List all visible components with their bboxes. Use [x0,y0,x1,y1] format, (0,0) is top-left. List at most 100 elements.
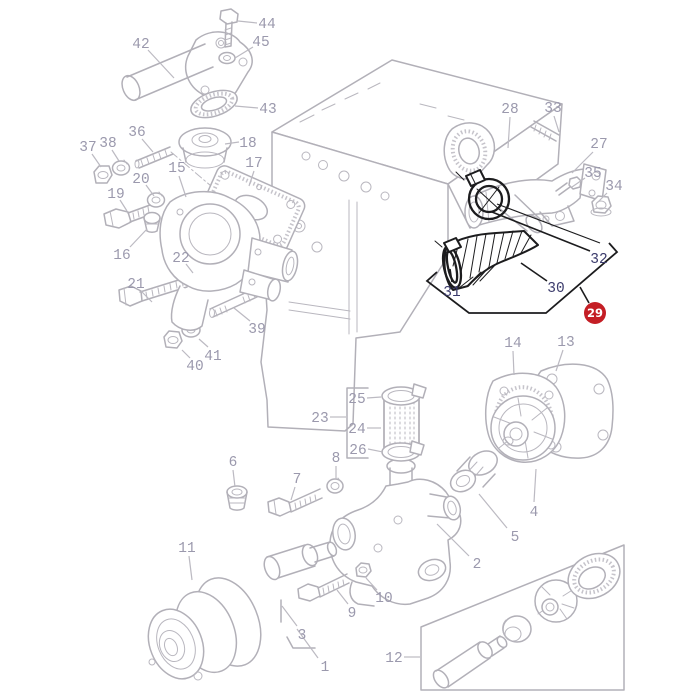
part-label-26[interactable]: 26 [349,443,366,459]
leader-line-18 [224,141,240,145]
nut-10 [355,562,372,578]
part-label-21[interactable]: 21 [127,277,144,293]
part-label-43[interactable]: 43 [259,102,276,118]
leader-line-45 [234,46,254,59]
part-label-14[interactable]: 14 [504,336,521,352]
selected-part-badge-number[interactable]: 29 [587,306,603,320]
leader-line-43 [234,105,259,109]
part-label-23[interactable]: 23 [311,411,328,427]
nut-37 [93,165,113,184]
bypass-clamp-25 [381,383,427,406]
leader-line-15 [178,175,187,198]
leader-line-37 [91,153,102,168]
part-label-5[interactable]: 5 [511,530,520,546]
leader-line-4 [533,468,537,503]
part-label-10[interactable]: 10 [375,591,392,607]
leader-line-41 [198,338,209,348]
leader-line-11 [188,555,193,581]
part-label-17[interactable]: 17 [245,156,262,172]
part-label-32[interactable]: 32 [590,252,607,268]
part-label-22[interactable]: 22 [172,251,189,267]
leader-line-31 [449,268,453,283]
part-label-1[interactable]: 1 [321,660,330,676]
leader-line-40 [181,349,191,359]
leader-line-3 [281,605,298,627]
part-label-13[interactable]: 13 [557,335,574,351]
repair-kit-box-12 [420,544,625,691]
bolt-35 [555,176,582,196]
plug-16 [143,211,161,233]
bracket-23 [346,387,369,459]
bypass-clamp-26 [381,440,425,462]
part-label-36[interactable]: 36 [128,125,145,141]
thermostat-18 [178,127,232,169]
leader-line-32 [491,211,591,252]
leader-line-25 [366,396,382,399]
plug-6 [226,485,248,511]
part-label-37[interactable]: 37 [79,140,96,156]
part-label-25[interactable]: 25 [348,392,365,408]
leader-line-20 [145,184,155,197]
part-label-7[interactable]: 7 [293,472,302,488]
hose-clamp-32 [455,169,511,221]
part-label-40[interactable]: 40 [186,359,203,375]
leader-line-35 [571,177,586,188]
lock-washer-20 [146,191,166,208]
part-label-20[interactable]: 20 [132,172,149,188]
part-label-19[interactable]: 19 [107,187,124,203]
part-label-15[interactable]: 15 [168,161,185,177]
part-label-24[interactable]: 24 [348,422,365,438]
part-label-3[interactable]: 3 [298,628,307,644]
flange-bolt-44 [219,8,239,48]
bracket-1 [280,599,316,649]
seal-5 [449,450,498,493]
part-label-35[interactable]: 35 [584,166,601,182]
selected-part-badge-circle[interactable] [584,302,606,324]
part-label-27[interactable]: 27 [590,137,607,153]
leader-line-2 [436,523,470,557]
leader-line-27 [571,151,594,174]
part-label-41[interactable]: 41 [204,349,221,365]
part-label-38[interactable]: 38 [99,136,116,152]
nut-40 [163,330,183,349]
part-label-31[interactable]: 31 [443,285,460,301]
part-label-6[interactable]: 6 [229,455,238,471]
stud-33 [530,120,560,142]
part-label-33[interactable]: 33 [544,101,561,117]
leader-line-28 [507,116,511,149]
part-label-30[interactable]: 30 [547,281,564,297]
part-label-12[interactable]: 12 [385,651,402,667]
part-label-42[interactable]: 42 [132,37,149,53]
leader-line-26 [367,448,384,453]
kit-impeller [534,579,578,623]
part-label-45[interactable]: 45 [252,35,269,51]
lock-washer-38 [111,159,131,176]
leader-line-34 [596,192,608,204]
part-label-16[interactable]: 16 [113,248,130,264]
part-label-9[interactable]: 9 [348,606,357,622]
water-pump-body-2 [329,478,462,607]
pulley-11 [147,577,262,681]
part-label-11[interactable]: 11 [178,541,195,557]
bypass-hose-24 [383,397,420,487]
part-label-8[interactable]: 8 [332,451,341,467]
leader-line-5 [478,493,508,529]
part-label-34[interactable]: 34 [605,179,622,195]
part-label-18[interactable]: 18 [239,136,256,152]
hose-clamp-31 [434,237,463,289]
leader-line-7 [290,486,296,501]
selected-part-badge[interactable]: 29 [584,302,606,324]
outlet-gasket-28 [443,122,496,180]
part-label-39[interactable]: 39 [248,322,265,338]
kit-gasket [567,552,621,600]
part-label-28[interactable]: 28 [501,102,518,118]
bolt-7 [267,488,323,517]
stud-36 [134,146,174,169]
leader-line-36 [141,138,154,153]
washer-8 [326,477,344,494]
part-label-4[interactable]: 4 [530,505,539,521]
part-label-44[interactable]: 44 [258,17,275,33]
part-label-2[interactable]: 2 [473,557,482,573]
leader-line-33 [553,115,560,133]
